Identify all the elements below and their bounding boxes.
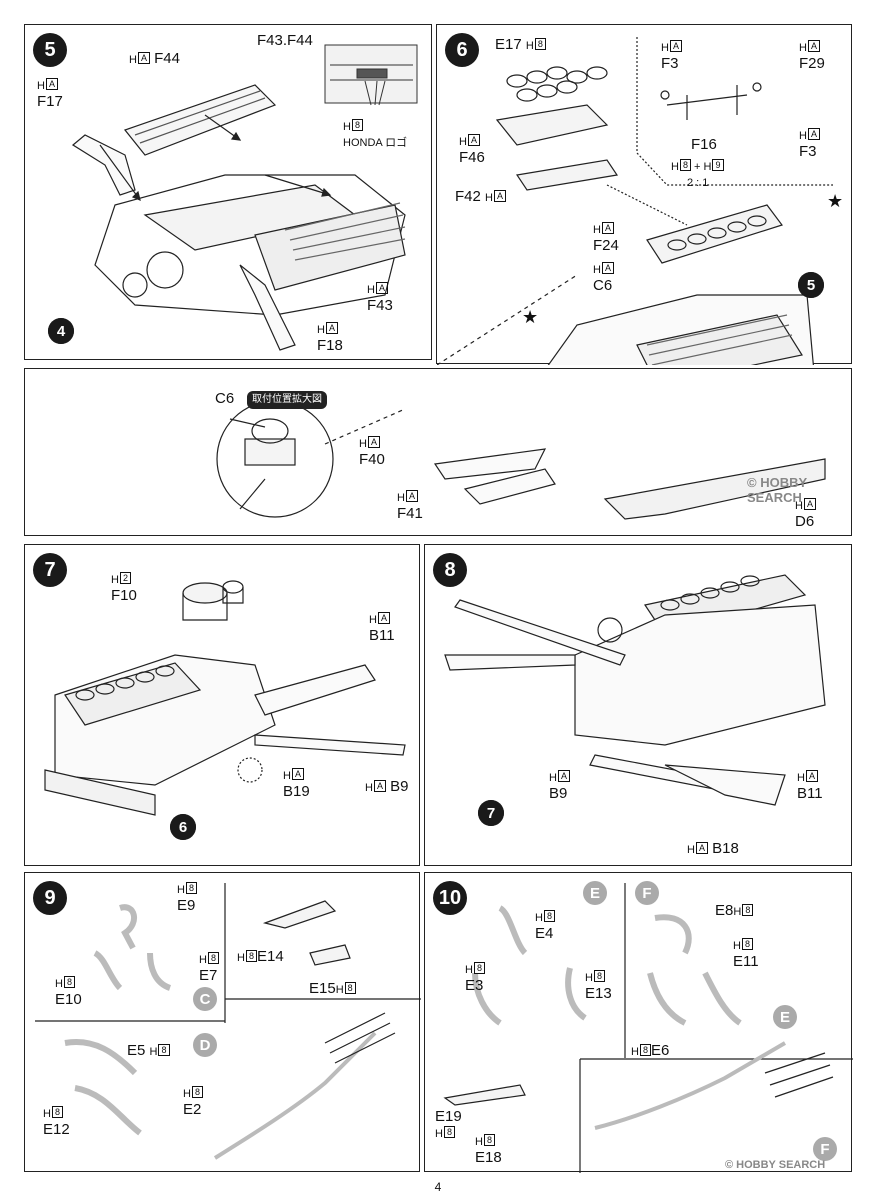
step-5-number: 5 <box>33 33 67 67</box>
svg-text:★: ★ <box>522 307 538 327</box>
step-6-number: 6 <box>445 33 479 67</box>
step-9-number: 9 <box>33 881 67 915</box>
inset-part-F16: F16 <box>691 136 717 153</box>
watermark-top: © HOBBY SEARCH <box>747 475 807 505</box>
step-8-ref-7: 7 <box>478 800 504 826</box>
step-10-sub-E: E <box>583 881 607 905</box>
step-10-sub-E-assembly: E <box>773 1005 797 1029</box>
step-6-lower-illustration <box>216 400 826 520</box>
step-5-ref-4: 4 <box>48 318 74 344</box>
watermark-bottom: © HOBBY SEARCH <box>725 1159 826 1171</box>
callout-part-C6: C6 <box>215 390 235 407</box>
step-6-ref-5: 5 <box>798 272 824 298</box>
step-5-engine-illustration <box>48 44 418 351</box>
step-5-top-label: F43.F44 <box>257 32 313 49</box>
paint-ratio: 2 : 1 <box>687 177 709 189</box>
step-10-sub-F: F <box>635 881 659 905</box>
step-8-number: 8 <box>433 553 467 587</box>
page-number: 4 <box>434 1180 442 1194</box>
svg-text:★: ★ <box>827 191 843 211</box>
step-7-number: 7 <box>33 553 67 587</box>
step-10-sub-F-assembly: F <box>813 1137 837 1161</box>
step-10-number: 10 <box>433 881 467 915</box>
callout-label: 取付位置拡大図 <box>247 391 327 409</box>
step-10-exhaust-illustration <box>443 883 853 1173</box>
step-7-ref-6: 6 <box>170 814 196 840</box>
step-9-sub-C: C <box>193 987 217 1011</box>
step-9-exhaust-illustration <box>35 883 421 1160</box>
step-6-panel: 6 ★ ★ E17 H <box>436 24 852 365</box>
step-9-sub-D: D <box>193 1033 217 1057</box>
step-7-engine-illustration <box>44 580 406 840</box>
